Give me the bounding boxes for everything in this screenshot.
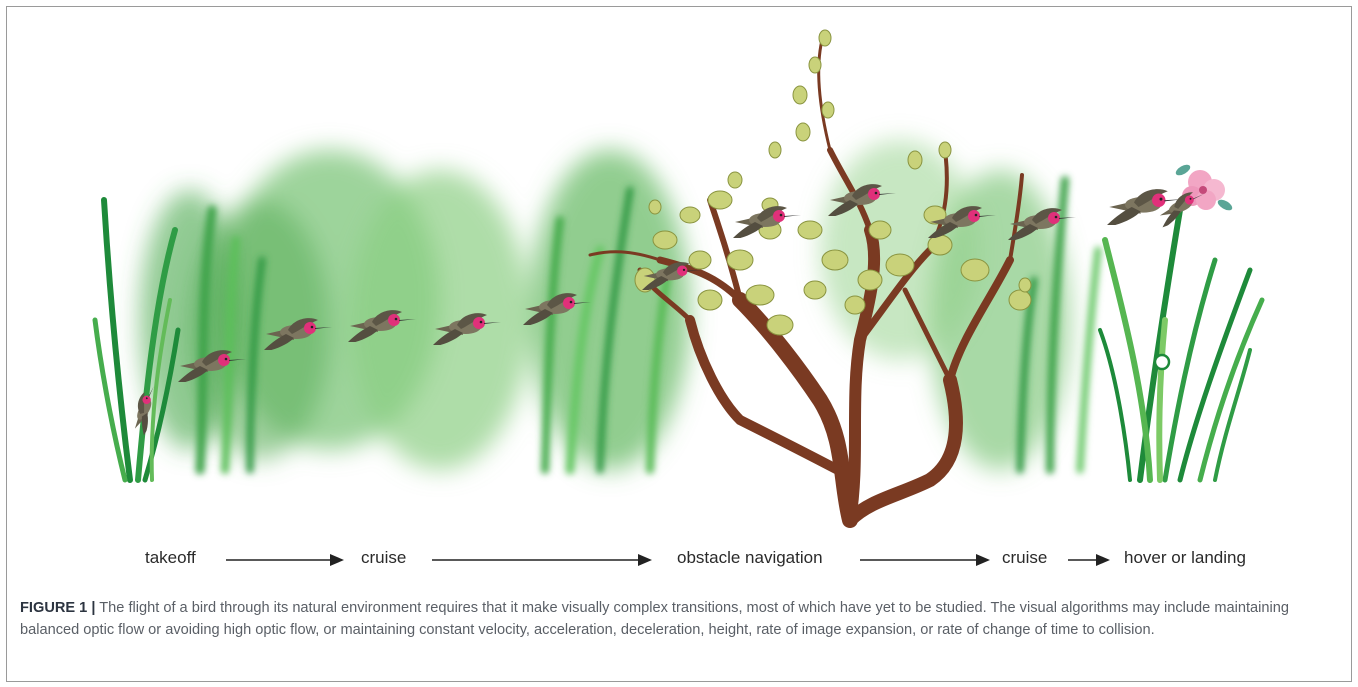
- stage-arrow: [860, 553, 990, 567]
- stage-arrow: [226, 553, 344, 567]
- stage-cruise-2: cruise: [1002, 548, 1047, 568]
- stage-arrow: [432, 553, 652, 567]
- stage-obstacle-navigation: obstacle navigation: [677, 548, 823, 568]
- right-grass: [1100, 210, 1262, 480]
- stage-arrow: [1068, 553, 1110, 567]
- figure-label: FIGURE 1 |: [20, 600, 95, 616]
- illustration: [0, 0, 1358, 540]
- stage-cruise-1: cruise: [361, 548, 406, 568]
- caption-text: The flight of a bird through its natural…: [20, 600, 1289, 638]
- stage-takeoff: takeoff: [145, 548, 196, 568]
- figure-caption: FIGURE 1 | The flight of a bird through …: [20, 598, 1338, 641]
- stage-hover-or-landing: hover or landing: [1124, 548, 1246, 568]
- landing-marker: [1155, 355, 1169, 369]
